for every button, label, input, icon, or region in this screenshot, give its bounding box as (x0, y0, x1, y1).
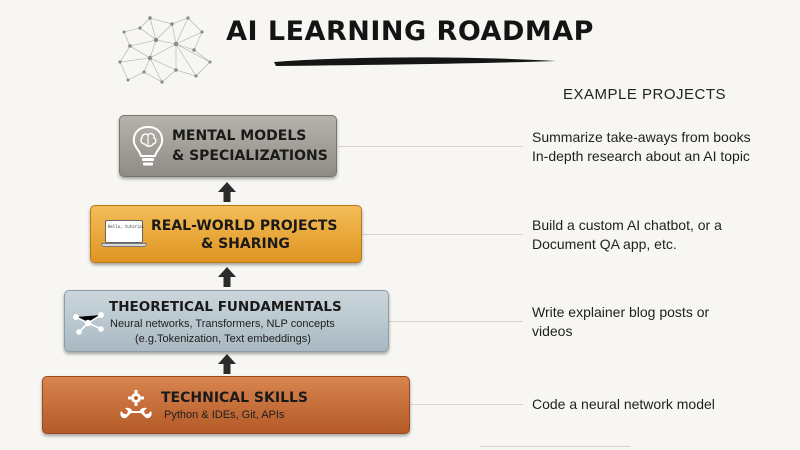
page-title: AI LEARNING ROADMAP (226, 16, 594, 47)
network-nodes-icon (73, 312, 104, 335)
connector-line (362, 234, 523, 235)
up-arrow-icon (218, 354, 236, 374)
example-mental-models: Summarize take-aways from books In-depth… (532, 129, 751, 164)
connector-line (410, 404, 523, 405)
example-real-world-projects: Build a custom AI chatbot, or a Document… (532, 217, 722, 252)
up-arrow-icon (218, 267, 236, 287)
baseline-line (480, 446, 630, 447)
tier-subtitle: Python & IDEs, Git, APIs (164, 409, 285, 421)
laptop-icon: Hello, tutorial (101, 220, 147, 250)
tier-theoretical-fundamentals: THEORETICAL FUNDAMENTALS Neural networks… (64, 290, 389, 352)
example-theoretical-fundamentals: Write explainer blog posts or videos (532, 304, 710, 339)
tier-real-world-projects: Hello, tutorial REAL-WORLD PROJECTS & SH… (90, 205, 362, 263)
lightbulb-brain-icon (132, 125, 164, 166)
example-projects-heading: EXAMPLE PROJECTS (563, 86, 727, 103)
tier-subtitle: (e.g.Tokenization, Text embeddings) (135, 333, 311, 345)
up-arrow-icon (218, 182, 236, 202)
tier-title: THEORETICAL FUNDAMENTALS (109, 299, 342, 315)
title-underline (274, 57, 556, 66)
tier-title: & SHARING (201, 236, 290, 252)
gear-wrench-icon (120, 390, 152, 419)
tier-mental-models: MENTAL MODELS & SPECIALIZATIONS (119, 115, 337, 177)
tier-title: MENTAL MODELS (172, 128, 307, 144)
tier-technical-skills: TECHNICAL SKILLS Python & IDEs, Git, API… (42, 376, 410, 434)
example-technical-skills: Code a neural network model (532, 396, 715, 412)
network-graphic-icon (118, 16, 212, 84)
tier-title: & SPECIALIZATIONS (172, 148, 328, 164)
connector-line (389, 321, 523, 322)
tier-title: REAL-WORLD PROJECTS (151, 218, 338, 234)
tier-subtitle: Neural networks, Transformers, NLP conce… (110, 318, 335, 330)
connector-line (338, 146, 523, 147)
tier-title: TECHNICAL SKILLS (161, 390, 308, 406)
laptop-screen-text: Hello, tutorial (108, 224, 145, 229)
